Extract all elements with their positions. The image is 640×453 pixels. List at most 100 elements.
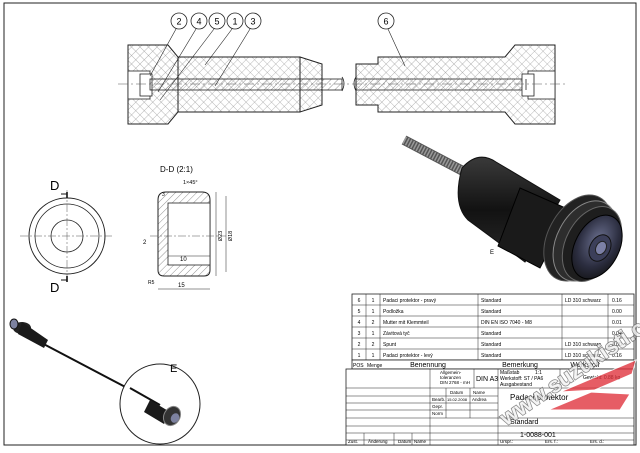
balloon-6: 6 xyxy=(377,12,406,67)
dim-d2: Ø18 xyxy=(228,231,234,241)
svg-text:0.00: 0.00 xyxy=(612,309,622,315)
tolerance-line-2: toleranzen xyxy=(440,375,462,380)
section-d-d: D-D (2:1) 1×45° 3 Ø23 Ø18 2 10 15 R5 xyxy=(143,165,234,290)
tb-date: 15.02.2008 xyxy=(447,397,468,402)
dim-length: 15 xyxy=(178,283,185,289)
dim-gap: 2 xyxy=(143,240,147,246)
svg-text:1: 1 xyxy=(372,353,375,359)
dim-top: 3 xyxy=(162,192,165,198)
tb-name2-label: Name xyxy=(414,439,427,444)
dim-radius: R5 xyxy=(148,280,155,286)
svg-text:1: 1 xyxy=(232,17,237,27)
scale-value: 1:1 xyxy=(535,370,542,376)
tb-ursp-label: Urspr.: xyxy=(500,439,513,444)
svg-text:3: 3 xyxy=(250,17,255,27)
svg-text:6: 6 xyxy=(358,298,361,304)
tolerance-line-1: Allgemein- xyxy=(440,370,462,375)
bom-row: 6 1 Padaci protektor - pravý Standard LD… xyxy=(358,298,622,304)
section-label: D-D (2:1) xyxy=(160,165,193,174)
tb-aend-label: Änderung xyxy=(368,438,388,444)
svg-text:1: 1 xyxy=(372,331,375,337)
svg-text:2: 2 xyxy=(176,17,181,27)
render-label-e: E xyxy=(490,250,494,256)
dim-inner: 10 xyxy=(180,257,187,263)
bom-header-std: Bemerkung xyxy=(502,362,538,369)
tb-norm-label: Norm xyxy=(432,411,443,416)
dim-d1: Ø23 xyxy=(218,231,224,241)
tb-bearb-label: Bearb. xyxy=(432,397,445,402)
sheet-border xyxy=(3,2,637,446)
svg-text:LD 310 schwarz: LD 310 schwarz xyxy=(565,342,601,348)
svg-text:Standard: Standard xyxy=(481,342,502,348)
tb-name-label: Name xyxy=(473,390,486,395)
tb-gepr-label: Gepr. xyxy=(432,404,443,409)
balloon-2: 2 xyxy=(149,12,188,77)
bom-row: 1 1 Padaci protektor - levý Standard LD … xyxy=(358,353,622,359)
scale-label: Maßstab xyxy=(500,370,520,376)
svg-text:DIN EN ISO 7040 - M8: DIN EN ISO 7040 - M8 xyxy=(481,320,532,326)
svg-text:5: 5 xyxy=(214,17,219,27)
tb-author: Andrea xyxy=(472,397,487,402)
tb-ersd-label: Ers. d.: xyxy=(590,439,604,444)
svg-text:0.00: 0.00 xyxy=(612,342,622,348)
bom-row: 4 2 Mutter mit Klemmteil DIN EN ISO 7040… xyxy=(358,320,622,326)
svg-text:Standard: Standard xyxy=(481,309,502,315)
svg-text:Mutter mit Klemmteil: Mutter mit Klemmteil xyxy=(383,320,429,326)
bom-table: 6 1 Padaci protektor - pravý Standard LD… xyxy=(351,293,635,370)
svg-text:2: 2 xyxy=(372,342,375,348)
balloon-5: 5 xyxy=(159,12,226,101)
balloon-4: 4 xyxy=(157,12,208,93)
bom-row: 3 1 Závitová tyč Standard 0.04 xyxy=(358,331,622,337)
bom-row: 5 1 Podložka Standard 0.00 xyxy=(358,309,622,315)
tolerance-line-3: DIN 2768 - mH xyxy=(440,380,470,385)
sheet-format: DIN A3 xyxy=(476,376,498,383)
balloon-group: 2 4 5 1 3 6 xyxy=(149,12,406,101)
svg-text:0.16: 0.16 xyxy=(612,298,622,304)
svg-text:1: 1 xyxy=(372,309,375,315)
svg-text:Padaci protektor - levý: Padaci protektor - levý xyxy=(383,353,433,359)
svg-text:4: 4 xyxy=(196,17,201,27)
svg-text:1: 1 xyxy=(372,298,375,304)
svg-text:Standard: Standard xyxy=(481,331,502,337)
bom-header-name: Benennung xyxy=(410,362,446,369)
svg-text:4: 4 xyxy=(358,320,361,326)
front-view: D D xyxy=(20,178,114,295)
bom-header-pos: POS xyxy=(353,363,364,369)
svg-text:Standard: Standard xyxy=(481,353,502,359)
svg-text:2: 2 xyxy=(372,320,375,326)
section-marker-top: D xyxy=(50,178,59,193)
svg-text:5: 5 xyxy=(358,309,361,315)
suzuki-logo-icon xyxy=(547,359,637,411)
svg-text:0.01: 0.01 xyxy=(612,320,622,326)
assembly-render: E xyxy=(9,318,201,445)
drawing-title: Padaci protektor xyxy=(510,393,569,402)
company-label: Standard xyxy=(510,419,539,426)
drawing-number: 1-0088-001 xyxy=(520,432,556,439)
svg-text:3: 3 xyxy=(358,331,361,337)
material-line: Werkstoff: ST / PA6 xyxy=(500,376,543,382)
tb-datum2-label: Datum xyxy=(398,439,412,444)
svg-text:0.16: 0.16 xyxy=(612,353,622,359)
svg-text:LD 310 schwarz: LD 310 schwarz xyxy=(565,353,601,359)
svg-text:Padaci protektor - pravý: Padaci protektor - pravý xyxy=(383,298,437,304)
svg-text:0.04: 0.04 xyxy=(612,331,622,337)
render-detail-e: E xyxy=(401,135,623,282)
svg-text:LD 310 schwarz: LD 310 schwarz xyxy=(565,298,601,304)
svg-text:1: 1 xyxy=(358,353,361,359)
svg-text:Standard: Standard xyxy=(481,298,502,304)
main-section-view xyxy=(118,44,568,125)
tb-ersf-label: Ers. f.: xyxy=(545,439,558,444)
tb-zust-label: Zust. xyxy=(348,439,358,444)
dim-chamfer: 1×45° xyxy=(183,180,198,186)
svg-text:6: 6 xyxy=(383,17,388,27)
balloon-1: 1 xyxy=(204,12,244,66)
status-label: Ausgabestand xyxy=(500,382,532,388)
svg-text:Spunt: Spunt xyxy=(383,342,397,348)
tb-datum-label: Datum xyxy=(450,390,464,395)
balloon-3: 3 xyxy=(214,12,262,87)
svg-text:Podložka: Podložka xyxy=(383,309,404,315)
bom-header-mat: Werkstoff xyxy=(570,362,599,369)
section-marker-bottom: D xyxy=(50,280,59,295)
